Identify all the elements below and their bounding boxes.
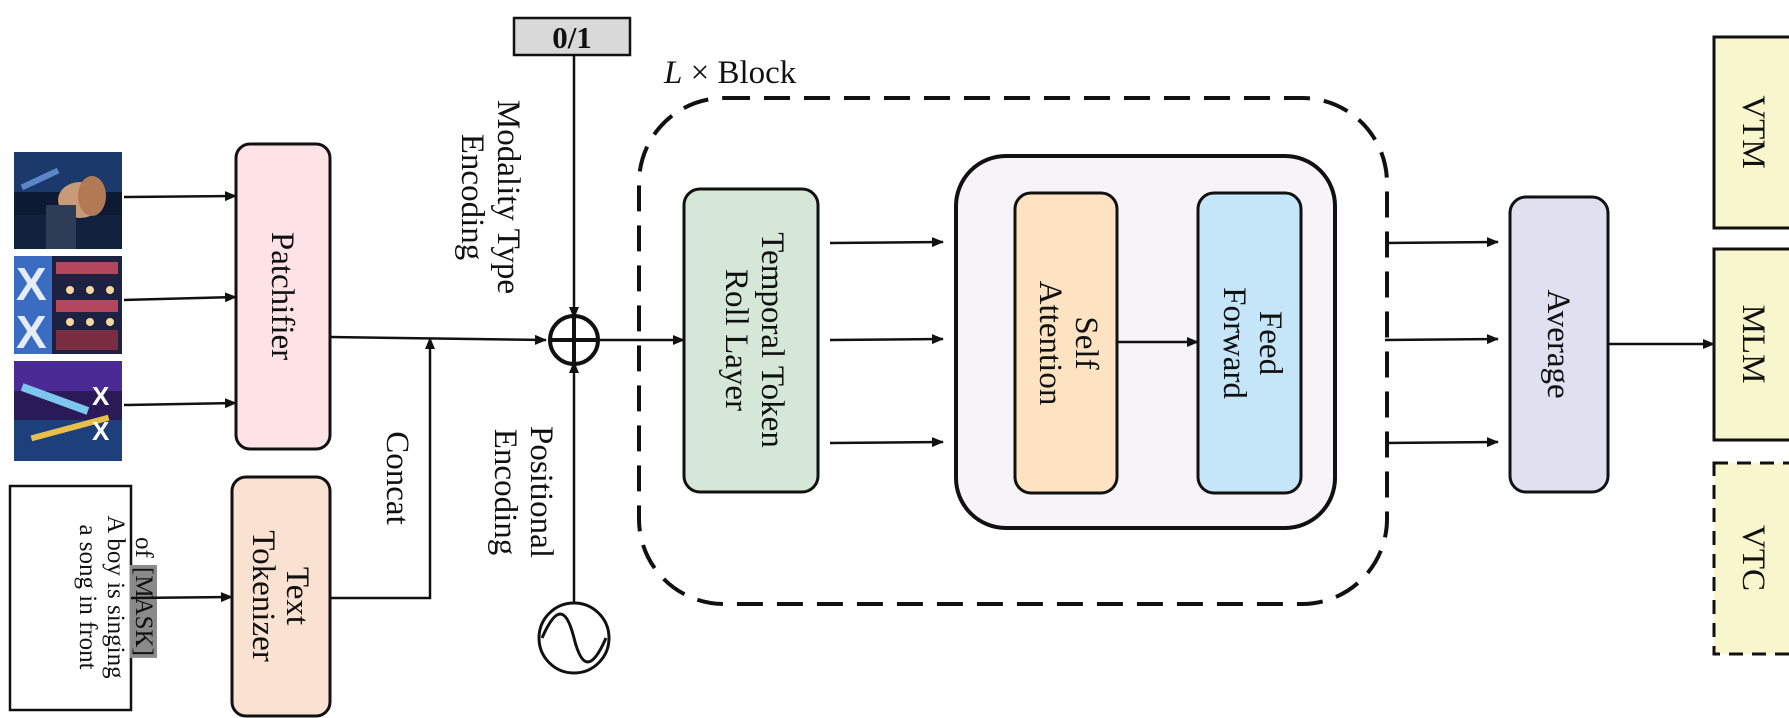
roll-output-arrow-3 — [829, 437, 944, 448]
mask-token: [MASK] — [130, 567, 157, 656]
mask-highlight — [130, 565, 157, 658]
roll-layer-label-1: Temporal Token — [754, 232, 790, 448]
feed-forward-box — [1196, 191, 1303, 495]
vtm-head-box — [1712, 35, 1789, 230]
video-frame-1 — [14, 152, 122, 249]
roll-output-arrow-2 — [829, 334, 944, 345]
block-output-arrow-1 — [1384, 237, 1499, 248]
text-input-line-1: A boy is singing — [102, 515, 129, 679]
text-input-line-3-suffix: . — [130, 639, 157, 645]
svg-text:X: X — [16, 258, 47, 310]
text-tokenizer-label-2: Tokenizer — [245, 530, 281, 661]
svg-text:X: X — [92, 381, 110, 411]
average-label: Average — [1540, 289, 1576, 398]
text-input-line-2: a song in front — [74, 524, 101, 669]
frame-2-arrow — [123, 292, 237, 303]
block-container — [637, 96, 1389, 606]
patchifier-output-line — [329, 334, 547, 345]
roll-output-arrow-1 — [829, 237, 944, 248]
patchifier-label: Patchifier — [264, 232, 300, 360]
text-input-line-3-prefix: of — [130, 537, 157, 559]
tokenizer-concat-line — [330, 337, 435, 600]
frame-3-arrow — [123, 398, 237, 409]
modality-label-1: Modality Type — [490, 100, 526, 294]
svg-text:X: X — [92, 416, 110, 446]
text-input-box — [8, 484, 133, 712]
video-frame-2: X X — [14, 256, 122, 358]
text-to-tokenizer-arrow — [130, 592, 233, 603]
positional-label-2: Encoding — [487, 429, 523, 555]
text-tokenizer-label-1: Text — [279, 567, 315, 625]
modality-type-box — [512, 16, 632, 57]
frame-1-arrow — [123, 191, 237, 202]
mlm-head-box — [1712, 247, 1789, 442]
block-output-arrow-3 — [1384, 437, 1499, 448]
vtc-head-label: VTC — [1735, 525, 1771, 591]
feed-forward-label-2: Forward — [1216, 287, 1252, 399]
vtc-head-box — [1712, 461, 1789, 656]
positional-label-1: Positional — [523, 426, 559, 558]
sine-wave-icon — [540, 612, 608, 664]
video-frame-3: X X — [14, 361, 122, 461]
block-output-arrow-2 — [1384, 334, 1499, 345]
roll-layer-box — [682, 187, 820, 494]
feed-forward-label-1: Feed — [1252, 311, 1288, 376]
mlm-head-label: MLM — [1735, 305, 1771, 384]
self-attention-label-1: Self — [1068, 316, 1104, 369]
modality-label-2: Encoding — [454, 134, 490, 260]
modality-type-value: 0/1 — [552, 20, 592, 55]
concat-label: Concat — [379, 431, 415, 524]
vtm-head-label: VTM — [1735, 95, 1771, 168]
svg-text:X: X — [16, 306, 47, 358]
roll-layer-label-2: Roll Layer — [718, 269, 754, 411]
self-attention-label-2: Attention — [1032, 281, 1068, 406]
block-label: L × Block — [663, 55, 797, 91]
